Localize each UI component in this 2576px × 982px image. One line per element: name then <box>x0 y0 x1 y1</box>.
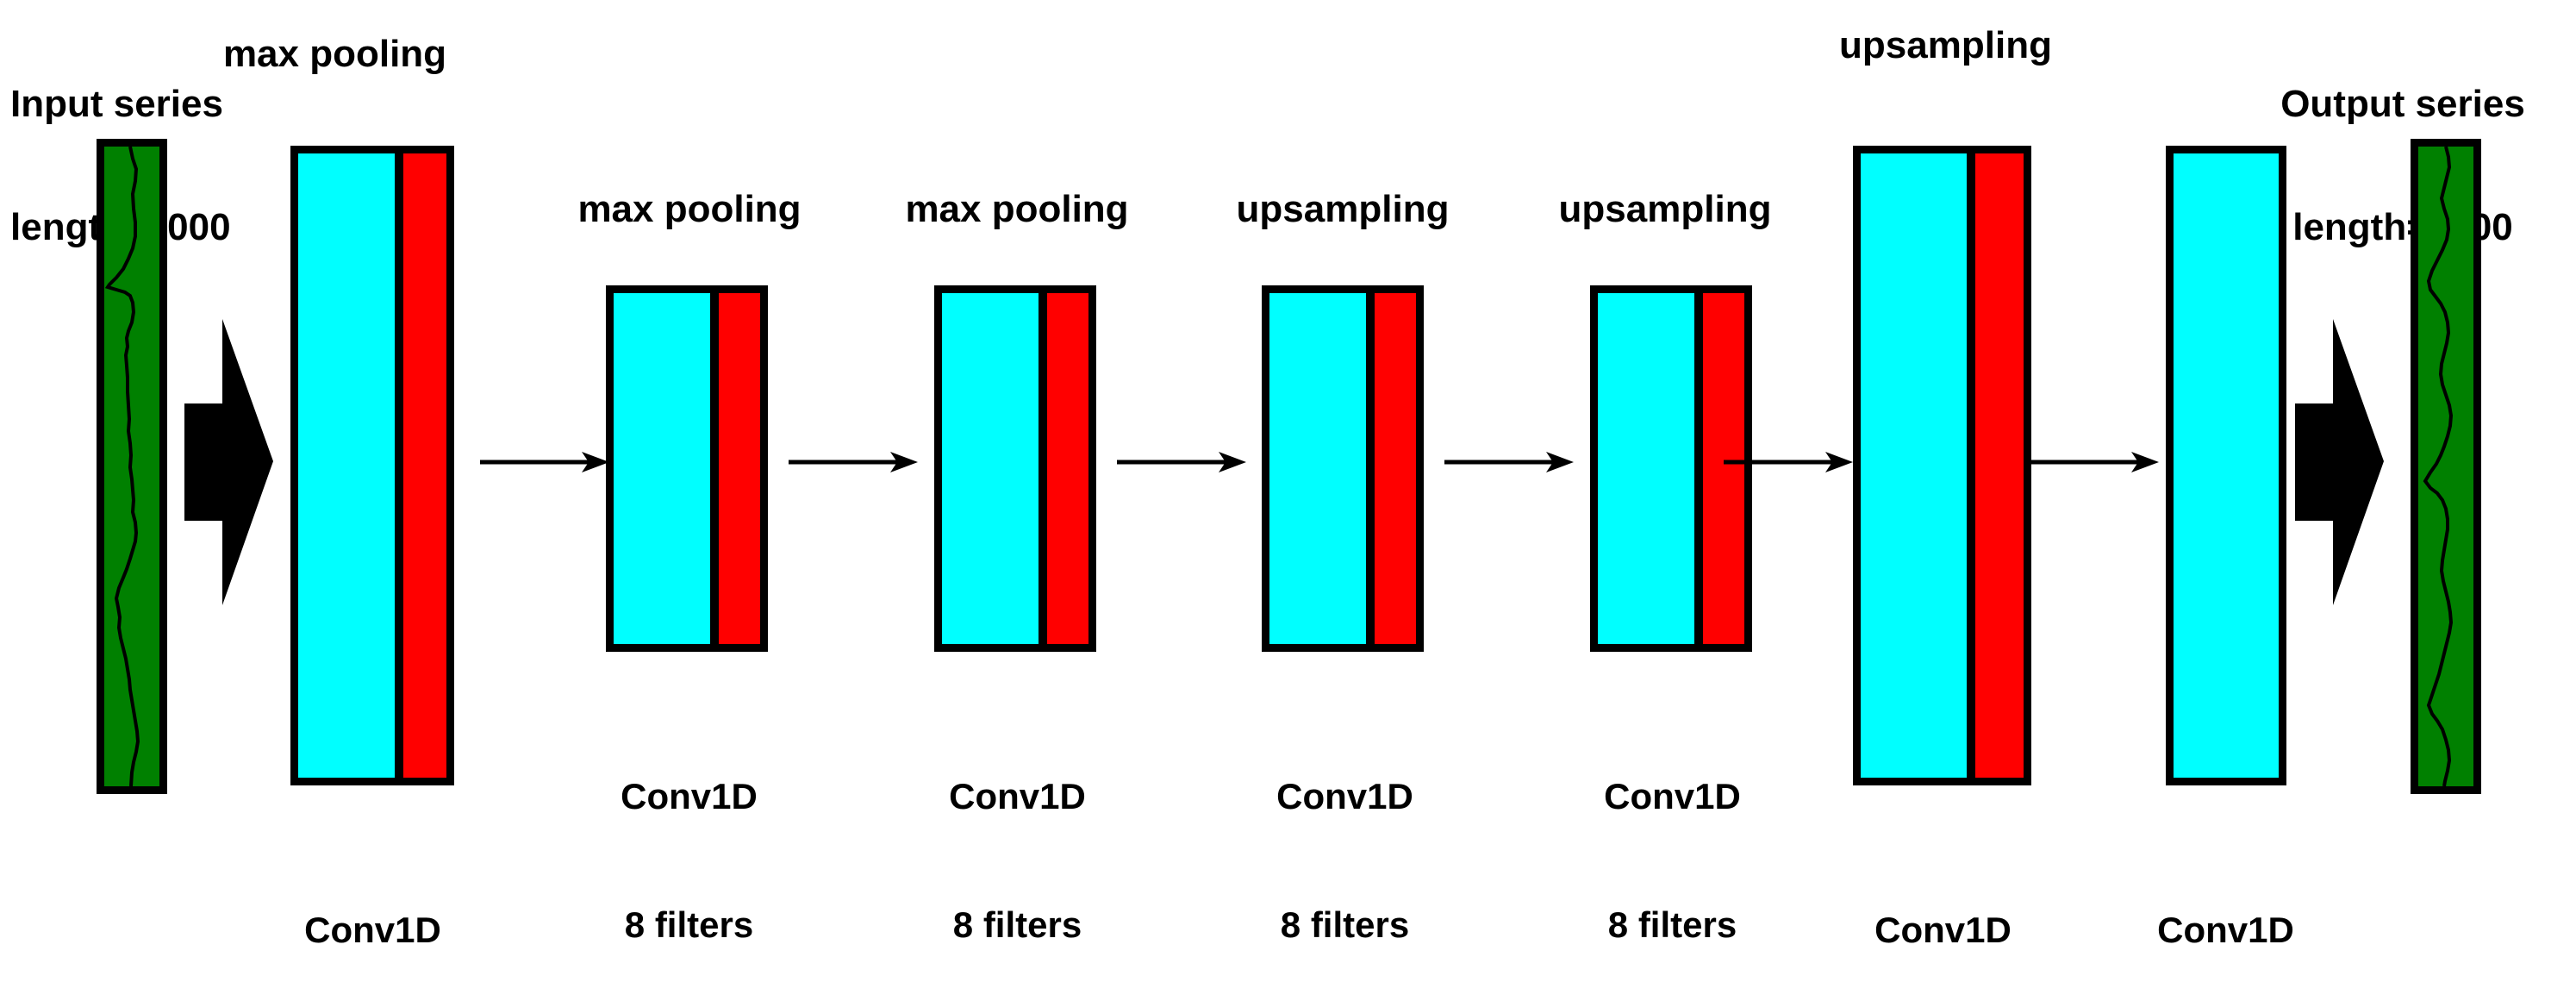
stage-1-divider <box>395 153 403 778</box>
stage-1-caption: Conv1D 32 filters kernel =3 <box>215 823 530 982</box>
stage-4-top-label: upsampling <box>1236 188 1450 230</box>
stage-7-caption: Conv1D 1 filter kernel =3 <box>2068 823 2383 982</box>
stage-3-conv-fill <box>942 293 1039 644</box>
stage-1-activation-fill <box>403 153 446 778</box>
output-timeseries-trace <box>2423 147 2454 786</box>
input-flow-arrow-icon <box>184 319 273 605</box>
stage-6-layer-block[interactable] <box>1853 146 2031 785</box>
stage-6-caption-line1: Conv1D <box>1874 910 2012 951</box>
connector-arrow-1-icon <box>480 445 609 479</box>
stage-7-caption-line1: Conv1D <box>2157 910 2294 951</box>
stage-3-caption: Conv1D 8 filters kernel =3 <box>860 690 1175 982</box>
input-series-label-line1: Input series <box>10 83 223 126</box>
stage-5-caption-line1: Conv1D <box>1604 776 1741 817</box>
output-series-label-line1: Output series <box>2280 83 2525 126</box>
connector-arrow-3-icon <box>1117 445 1246 479</box>
stage-3-caption-line1: Conv1D <box>949 776 1086 817</box>
stage-2-top-label: max pooling <box>577 188 801 230</box>
connector-arrow-4-icon <box>1444 445 1574 479</box>
stage-4-divider <box>1366 293 1375 644</box>
stage-3-divider <box>1039 293 1047 644</box>
stage-4-caption-line1: Conv1D <box>1276 776 1413 817</box>
stage-6-conv-fill <box>1861 153 1967 778</box>
stage-4-caption-line2: 8 filters <box>1280 904 1410 945</box>
stage-2-layer-block[interactable] <box>606 285 768 652</box>
stage-7-layer-block[interactable] <box>2166 146 2286 785</box>
stage-5-layer-block[interactable] <box>1590 285 1752 652</box>
input-timeseries-trace <box>104 147 140 786</box>
stage-5-caption: Conv1D 8 filters kernel =3 <box>1515 690 1830 982</box>
stage-3-layer-block[interactable] <box>934 285 1096 652</box>
stage-1-caption-line1: Conv1D <box>304 910 441 951</box>
stage-1-layer-block[interactable] <box>290 146 454 785</box>
output-series-label: Output series length=1000 <box>2230 2 2575 329</box>
stage-1-top-label: max pooling <box>222 33 447 75</box>
stage-4-activation-fill <box>1375 293 1416 644</box>
stage-6-activation-fill <box>1975 153 2024 778</box>
stage-2-caption-line1: Conv1D <box>621 776 758 817</box>
stage-2-caption: Conv1D 8 filters kernel =3 <box>532 690 846 982</box>
output-flow-arrow-icon <box>2295 319 2384 605</box>
stage-2-conv-fill <box>614 293 710 644</box>
output-series-block <box>2411 139 2481 794</box>
stage-5-top-label: upsampling <box>1558 188 1772 230</box>
stage-5-divider <box>1694 293 1703 644</box>
stage-3-top-label: max pooling <box>905 188 1129 230</box>
connector-arrow-2-icon <box>789 445 918 479</box>
output-series-label-line2: length=1000 <box>2292 205 2513 248</box>
stage-2-caption-line2: 8 filters <box>624 904 754 945</box>
stage-5-conv-fill <box>1598 293 1694 644</box>
stage-4-layer-block[interactable] <box>1262 285 1424 652</box>
stage-3-activation-fill <box>1047 293 1088 644</box>
stage-6-top-label: upsampling <box>1839 24 2052 66</box>
stage-4-caption: Conv1D 8 filters kernel =3 <box>1188 690 1502 982</box>
stage-4-conv-fill <box>1269 293 1366 644</box>
connector-arrow-5-icon <box>1724 445 1853 479</box>
connector-arrow-6-icon <box>2030 445 2159 479</box>
stage-3-caption-line2: 8 filters <box>952 904 1082 945</box>
input-series-block <box>97 139 167 794</box>
stage-2-divider <box>710 293 719 644</box>
input-series-label: Input series length=1000 <box>10 2 303 329</box>
stage-6-caption: Conv1D 32 filters kernel =3 <box>1786 823 2100 982</box>
stage-1-conv-fill <box>298 153 395 778</box>
stage-5-caption-line2: 8 filters <box>1607 904 1737 945</box>
stage-2-activation-fill <box>719 293 760 644</box>
stage-7-conv-fill <box>2174 153 2279 778</box>
stage-6-divider <box>1967 153 1975 778</box>
stage-5-activation-fill <box>1703 293 1744 644</box>
